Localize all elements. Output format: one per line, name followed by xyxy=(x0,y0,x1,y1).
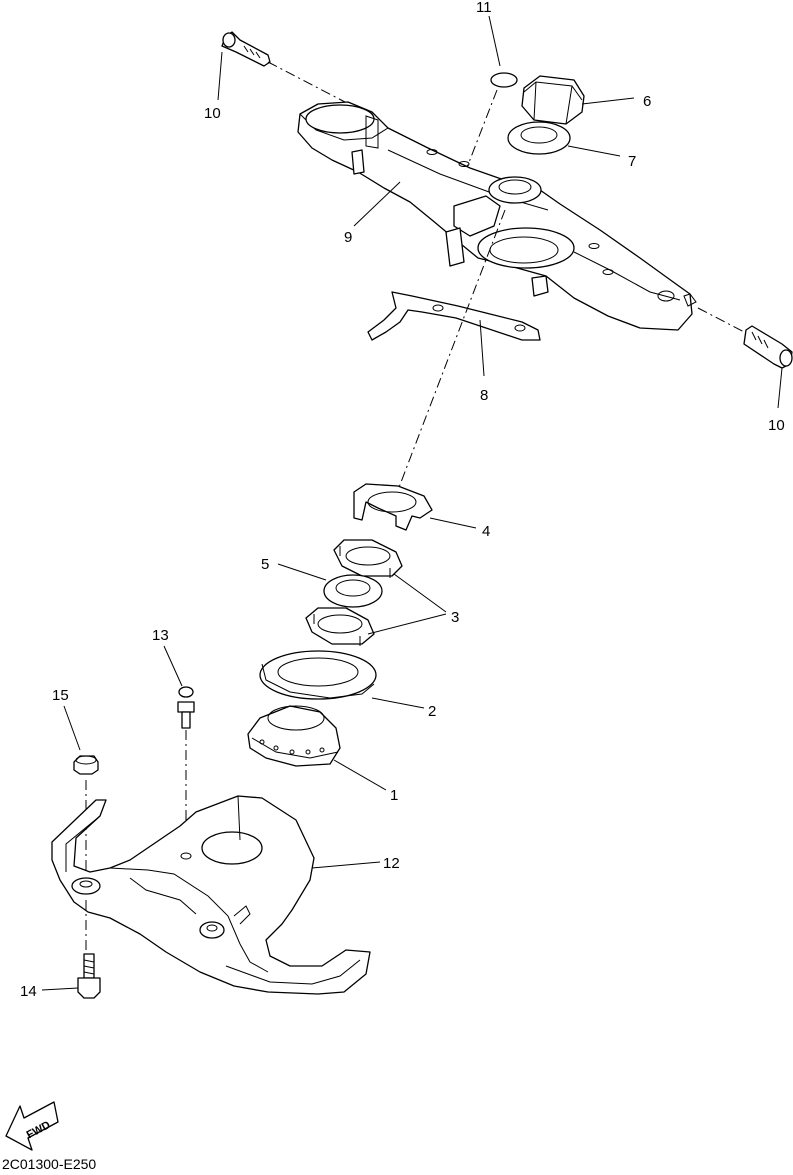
callout-4: 4 xyxy=(482,523,490,540)
oring-11 xyxy=(490,72,518,88)
callout-13: 13 xyxy=(152,627,169,644)
washer-7 xyxy=(507,121,571,155)
callout-14: 14 xyxy=(20,983,37,1000)
nut-6 xyxy=(521,75,585,125)
callout-3: 3 xyxy=(451,609,459,626)
bearing-1 xyxy=(247,705,341,767)
lock-washer-4 xyxy=(353,483,433,531)
callout-15: 15 xyxy=(52,687,69,704)
callout-1: 1 xyxy=(390,787,398,804)
callout-6: 6 xyxy=(643,93,651,110)
diagram-code: 2C01300-E250 xyxy=(2,1156,97,1172)
dust-seal-2 xyxy=(259,650,377,700)
callout-12: 12 xyxy=(383,855,400,872)
callout-9: 9 xyxy=(344,229,352,246)
callout-labels: 11 10 6 7 9 8 10 4 5 3 13 15 2 1 12 14 xyxy=(20,0,785,1000)
callout-10-upper: 10 xyxy=(204,105,221,122)
bracket-8 xyxy=(367,291,541,341)
bolt-13 xyxy=(177,686,195,729)
callout-8: 8 xyxy=(480,387,488,404)
upper-bracket-9 xyxy=(297,101,697,331)
leader-lines xyxy=(41,15,783,991)
fwd-arrow-icon: FWD xyxy=(5,1101,59,1151)
collar-15 xyxy=(73,755,99,775)
callout-7: 7 xyxy=(628,153,636,170)
bolt-14 xyxy=(77,953,101,999)
bolt-10-upper xyxy=(221,31,271,67)
callout-11: 11 xyxy=(476,0,492,16)
callout-10-right: 10 xyxy=(768,417,785,434)
cover-12 xyxy=(51,795,371,995)
bolt-10-right xyxy=(743,325,793,369)
callout-2: 2 xyxy=(428,703,436,720)
ring-nut-3-upper xyxy=(333,539,403,578)
callout-5: 5 xyxy=(261,556,269,573)
washer-5 xyxy=(323,574,383,608)
ring-nut-3-lower xyxy=(305,607,375,646)
